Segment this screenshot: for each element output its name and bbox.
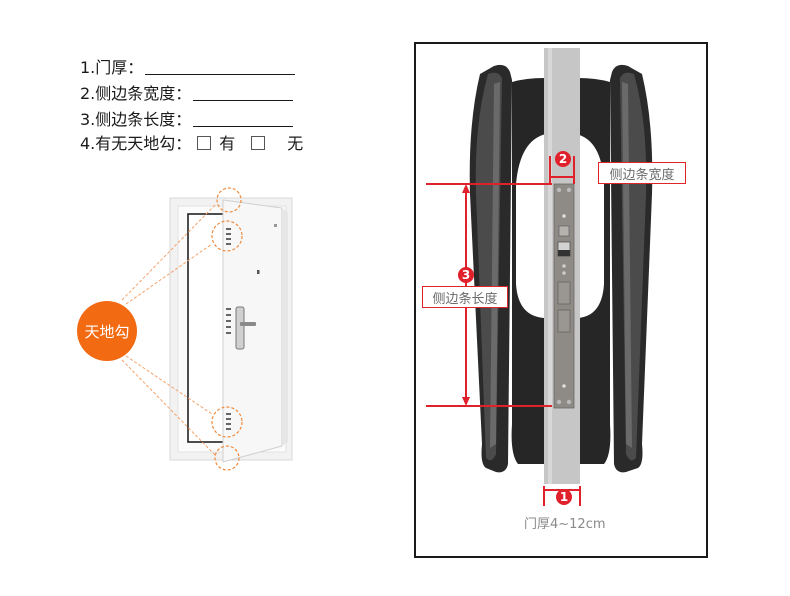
sky-earth-hook-badge: 天地勾 [77,301,137,361]
form-row-door-thickness: 1.门厚： [80,58,296,78]
door-illustration [60,180,320,480]
door-thickness-field[interactable] [145,59,296,75]
form-row-hook: 4.有无天地勾： 有 无 [80,134,303,154]
door-drawing-icon [121,187,293,471]
side-width-label-box: 侧边条宽度 [598,162,686,184]
option-no-label: 无 [287,134,304,153]
form-row-side-width: 2.侧边条宽度： [80,84,294,104]
door-thickness-caption: 门厚4~12cm [524,517,606,532]
side-width-label: 2.侧边条宽度： [80,84,192,103]
checkbox-yes[interactable] [197,136,212,150]
marker-2-side-width: 2 [555,151,571,167]
side-width-field[interactable] [193,85,294,101]
marker-1-door-thickness: 1 [556,489,572,505]
hook-label: 4.有无天地勾： [80,134,192,153]
door-thickness-label: 1.门厚： [80,58,144,77]
checkbox-no[interactable] [251,136,266,150]
side-length-field[interactable] [193,111,294,127]
form-row-side-length: 3.侧边条长度： [80,110,294,130]
side-length-label: 3.侧边条长度： [80,110,192,129]
side-length-label-box: 侧边条长度 [422,286,508,308]
marker-3-side-length: 3 [458,267,474,283]
option-yes-label: 有 [219,134,236,153]
